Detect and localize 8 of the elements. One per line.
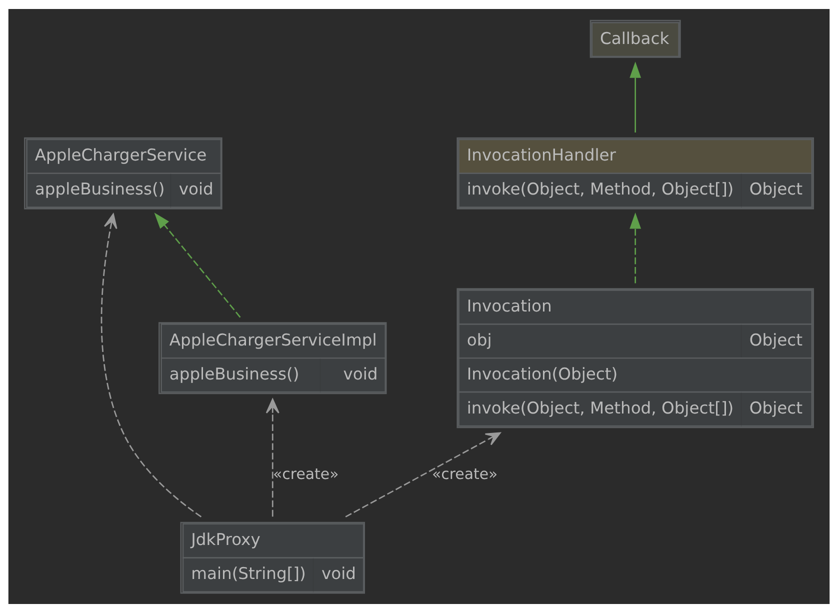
arrow <box>100 212 202 517</box>
arrow <box>345 432 501 517</box>
arrow <box>154 212 241 318</box>
edge-label: «create» <box>432 464 498 482</box>
arrow <box>630 61 642 132</box>
arrow <box>630 212 642 283</box>
edge-label: «create» <box>273 464 339 482</box>
arrow <box>266 398 280 516</box>
